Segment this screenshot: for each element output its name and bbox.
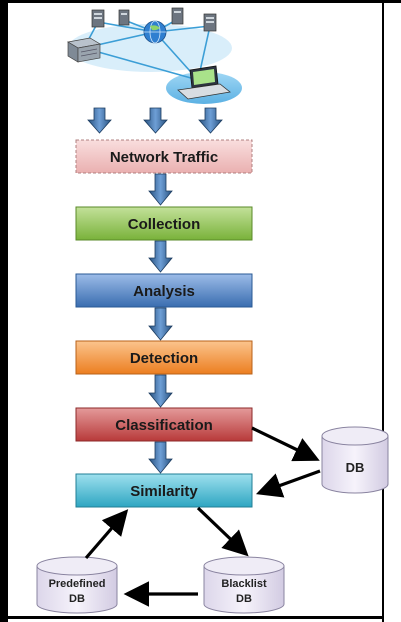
step-label-network-traffic: Network Traffic xyxy=(110,149,218,166)
down-arrow-icon xyxy=(87,107,112,134)
step-label-analysis: Analysis xyxy=(133,283,195,300)
step-box xyxy=(75,407,253,442)
globe-icon xyxy=(143,20,167,44)
down-arrow-icon xyxy=(148,374,173,408)
db-label: DB xyxy=(346,460,365,475)
step-box xyxy=(75,273,253,308)
step-similarity: Similarity xyxy=(75,473,253,508)
down-arrow-icon xyxy=(198,107,223,134)
down-arrow-icon xyxy=(148,240,173,273)
arrow-predefined-to-similarity xyxy=(84,509,129,560)
step-classification: Classification xyxy=(75,407,253,442)
down-arrow-icon xyxy=(148,307,173,341)
server-icon xyxy=(171,7,184,25)
frame-border-top xyxy=(0,0,401,3)
server-rack-icon xyxy=(67,37,101,63)
frame-border-right xyxy=(382,0,384,622)
step-box xyxy=(75,206,253,241)
blacklist-db-cylinder: Blacklist DB xyxy=(203,556,285,614)
step-box xyxy=(75,340,253,375)
down-arrow-icon xyxy=(148,173,173,206)
arrow-classification-to-db xyxy=(251,426,320,462)
blacklist-db-sublabel: DB xyxy=(236,593,252,605)
step-label-classification: Classification xyxy=(115,417,213,434)
frame-border-bottom xyxy=(0,616,384,619)
step-box xyxy=(75,139,253,174)
step-detection: Detection xyxy=(75,340,253,375)
flow-arrows xyxy=(87,107,223,474)
network-illustration xyxy=(67,7,242,104)
step-label-similarity: Similarity xyxy=(130,483,198,500)
predefined-db-sublabel: DB xyxy=(69,593,85,605)
down-arrow-icon xyxy=(148,441,173,474)
step-label-detection: Detection xyxy=(130,350,198,367)
arrow-db-to-similarity xyxy=(255,469,321,498)
down-arrow-icon xyxy=(143,107,168,134)
frame-border-left xyxy=(0,0,8,622)
step-network-traffic: Network Traffic xyxy=(75,139,253,174)
network-cloud-icon xyxy=(68,24,232,72)
server-icon xyxy=(118,9,130,26)
arrow-similarity-to-blacklist xyxy=(196,506,249,557)
step-label-collection: Collection xyxy=(128,216,201,233)
step-box xyxy=(75,473,253,508)
server-icon xyxy=(91,9,105,28)
server-icon xyxy=(203,13,217,32)
connector-arrows xyxy=(84,426,321,607)
laptop-icon xyxy=(177,65,231,100)
predefined-db-label: Predefined xyxy=(49,578,106,590)
db-cylinder: DB xyxy=(321,426,389,494)
blacklist-db-label: Blacklist xyxy=(221,578,267,590)
predefined-db-cylinder: Predefined DB xyxy=(36,556,118,614)
step-analysis: Analysis xyxy=(75,273,253,308)
step-collection: Collection xyxy=(75,206,253,241)
